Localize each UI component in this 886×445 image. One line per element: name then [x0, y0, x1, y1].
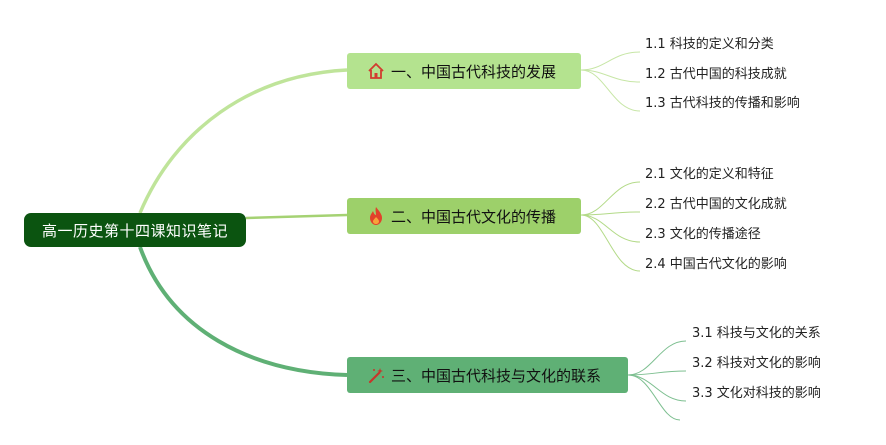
leaf-2-4[interactable]: 2.4 中国古代文化的影响 [645, 257, 787, 272]
leaf-2-3[interactable]: 2.3 文化的传播途径 [645, 227, 761, 242]
magic-wand-icon [365, 364, 387, 386]
leaf-link-2-2 [580, 211, 641, 216]
leaf-link-3-4 [627, 374, 681, 421]
branch-node-2[interactable]: 二、中国古代文化的传播 [347, 198, 581, 234]
house-icon [365, 60, 387, 82]
leaf-link-2-4 [580, 214, 641, 272]
leaf-2-2[interactable]: 2.2 古代中国的文化成就 [645, 197, 787, 212]
branch-label-1: 一、中国古代科技的发展 [391, 62, 557, 81]
leaf-link-1-1 [580, 51, 641, 71]
branch-node-3[interactable]: 三、中国古代科技与文化的联系 [347, 357, 628, 393]
leaf-1-3[interactable]: 1.3 古代科技的传播和影响 [645, 96, 800, 111]
leaf-link-3-2 [627, 370, 687, 376]
root-link-3 [138, 246, 348, 377]
leaf-link-2-1 [580, 181, 641, 216]
leaf-link-2-3 [580, 214, 641, 243]
root-link-2 [245, 213, 348, 220]
root-link-1 [138, 68, 348, 214]
leaf-2-1[interactable]: 2.1 文化的定义和特征 [645, 167, 774, 182]
leaf-1-1[interactable]: 1.1 科技的定义和分类 [645, 37, 774, 52]
root-node[interactable]: 高一历史第十四课知识笔记 [24, 213, 246, 247]
branch-label-3: 三、中国古代科技与文化的联系 [391, 366, 602, 385]
leaf-1-2[interactable]: 1.2 古代中国的科技成就 [645, 67, 787, 82]
root-label: 高一历史第十四课知识笔记 [41, 221, 228, 240]
leaf-3-3[interactable]: 3.3 文化对科技的影响 [692, 386, 821, 401]
leaf-link-1-2 [580, 69, 641, 83]
leaf-link-1-3 [580, 69, 641, 112]
leaf-link-3-3 [627, 374, 687, 402]
leaf-3-2[interactable]: 3.2 科技对文化的影响 [692, 356, 821, 371]
branch-label-2: 二、中国古代文化的传播 [391, 207, 557, 226]
branch-node-1[interactable]: 一、中国古代科技的发展 [347, 53, 581, 89]
leaf-link-3-1 [627, 340, 687, 376]
fire-icon [365, 205, 387, 227]
leaf-3-1[interactable]: 3.1 科技与文化的关系 [692, 326, 821, 341]
